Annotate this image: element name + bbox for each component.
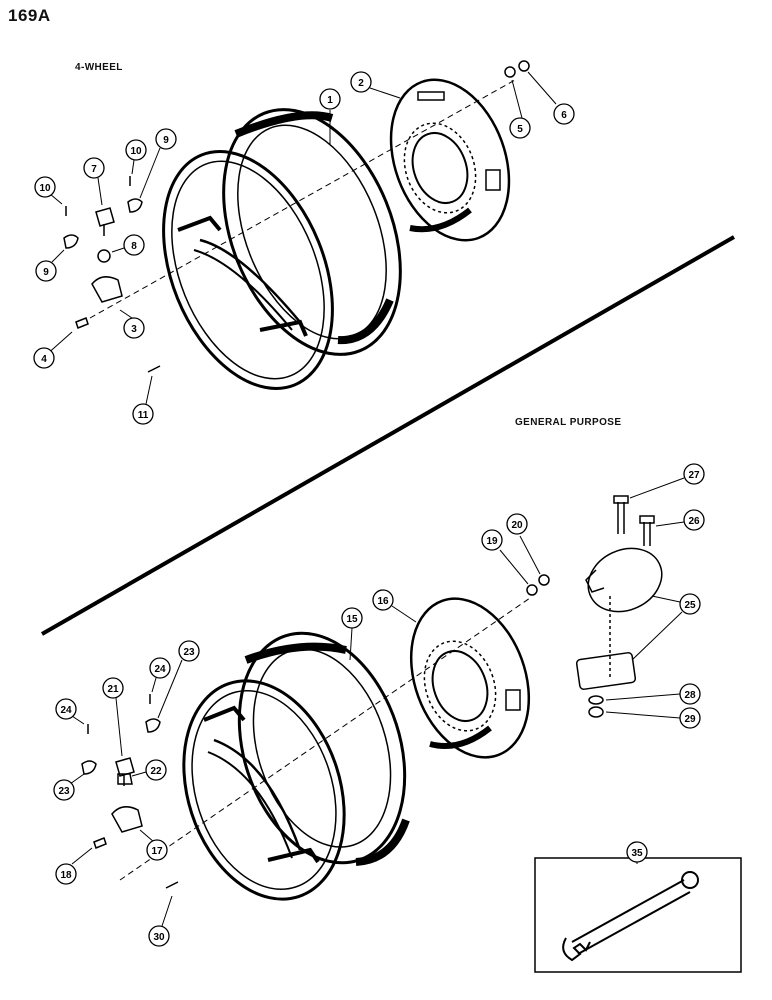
callout-6: 6 [527,71,575,125]
clamp-parts-bottom [81,694,179,889]
callout-2: 2 [350,71,401,99]
rim-bottom [182,631,410,901]
top-assembly [63,60,530,390]
wheel-disc-bottom [409,597,531,759]
callout-4: 4 [33,331,73,369]
callout-4-label: 4 [41,354,47,365]
nut-20 [538,574,550,586]
callout-5: 5 [509,79,531,139]
callout-28: 28 [605,683,701,705]
bottom-assembly [81,495,663,901]
callout-24a: 24 [149,657,171,693]
nut-6-top [518,60,530,72]
callout-15: 15 [341,607,363,661]
callout-29: 29 [605,707,701,729]
callout-9b-label: 9 [43,267,49,278]
callout-21: 21 [102,677,124,757]
callout-15-label: 15 [346,614,358,625]
rim-top [162,108,402,390]
callout-3-label: 3 [131,324,137,335]
callout-24a-label: 24 [154,664,166,675]
callout-23b: 23 [53,773,85,801]
hub-bracket [575,495,663,718]
callout-16: 16 [372,589,417,623]
callout-24b-label: 24 [60,705,72,716]
callout-1-label: 1 [327,95,333,106]
callout-27: 27 [629,463,705,499]
callout-9a-label: 9 [163,135,169,146]
callout-30: 30 [148,895,173,947]
page-number: 169A [8,6,51,25]
section-divider [41,235,735,636]
wheel-disc-top [389,78,511,242]
callout-8: 8 [111,234,145,256]
section-title-4-wheel: 4-WHEEL [75,62,123,73]
callout-19-label: 19 [486,536,498,547]
wrench-box [534,857,742,973]
callout-35-label: 35 [631,848,643,859]
callout-23b-label: 23 [58,786,70,797]
callout-23a: 23 [157,640,200,719]
callout-26-label: 26 [688,516,700,527]
callout-9b: 9 [35,249,65,282]
callout-26: 26 [655,509,705,531]
callout-5-label: 5 [517,124,523,135]
nut-5-top [504,66,516,78]
callout-17-label: 17 [151,846,163,857]
callout-25: 25 [631,593,701,661]
callout-20: 20 [506,513,541,575]
callout-10a-label: 10 [130,146,142,157]
callout-10b-label: 10 [39,183,51,194]
callout-25-label: 25 [684,600,696,611]
section-title-general-purpose: GENERAL PURPOSE [515,417,622,428]
callout-2-label: 2 [358,78,364,89]
callout-7-label: 7 [91,164,97,175]
callout-8-label: 8 [131,241,137,252]
callout-22-label: 22 [150,766,162,777]
callout-7: 7 [83,157,105,206]
callout-28-label: 28 [684,690,696,701]
callout-10b: 10 [34,176,63,205]
callout-19: 19 [481,529,529,585]
nut-19 [526,584,538,596]
callout-23a-label: 23 [183,647,195,658]
callout-35: 35 [626,841,648,864]
callout-22: 22 [131,759,167,781]
callout-24b: 24 [55,698,85,725]
callout-17: 17 [139,829,168,861]
callout-16-label: 16 [377,596,389,607]
callout-10a: 10 [125,139,147,175]
callout-18-label: 18 [60,870,72,881]
callout-11: 11 [132,375,154,425]
callout-20-label: 20 [511,520,523,531]
callout-29-label: 29 [684,714,696,725]
callout-18: 18 [55,847,93,885]
callout-21-label: 21 [107,684,119,695]
callout-27-label: 27 [688,470,700,481]
callout-30-label: 30 [153,932,165,943]
clamp-parts-top [63,176,161,373]
callout-9a: 9 [139,128,177,199]
callout-1: 1 [319,88,341,145]
callout-6-label: 6 [561,110,567,121]
callouts: 1 2 3 4 5 6 7 8 9 9 10 10 11 15 16 17 18… [33,71,705,947]
callout-11-label: 11 [138,410,149,421]
callout-3: 3 [119,309,145,339]
